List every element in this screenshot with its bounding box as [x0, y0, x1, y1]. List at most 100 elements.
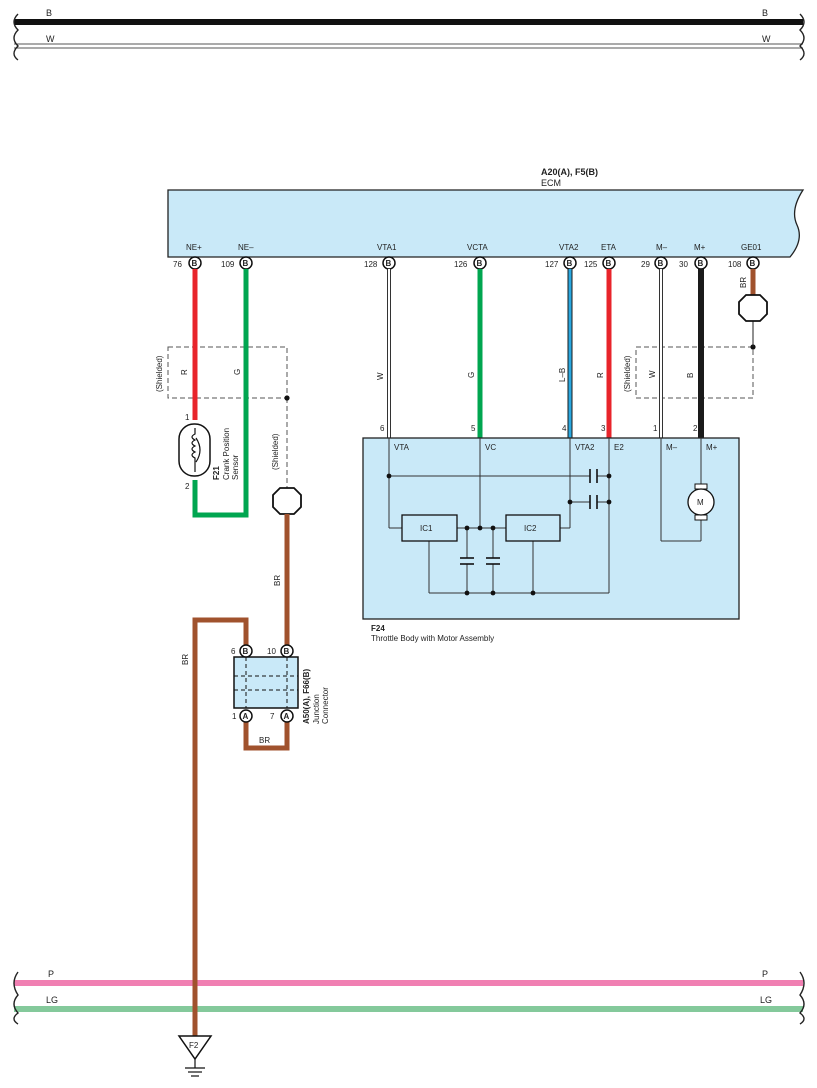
ecm-block: A20(A), F5(B) ECM	[167, 167, 805, 258]
ecm-pin-name: NE+	[186, 243, 202, 252]
wire-vta1: W	[376, 269, 391, 438]
ecm-pin-m-minus: M– 29 B	[641, 243, 668, 270]
ecm-pin-num: 29	[641, 260, 650, 269]
ecm-pin-name: NE–	[238, 243, 254, 252]
splice-octagon	[738, 294, 768, 322]
sensor-name-1: Crank Position	[222, 428, 231, 480]
wire-m-plus: B	[686, 269, 704, 438]
ecm-pin-conn: B	[698, 259, 704, 268]
ecm-pin-ge01: GE01 108 B	[728, 243, 762, 270]
motor-icon: M	[687, 483, 715, 521]
wire-eta: R	[596, 269, 612, 438]
wire-vcta: G	[467, 269, 483, 438]
ic2-chip: IC2	[505, 514, 561, 542]
wire-label: BR	[181, 654, 190, 665]
ground-id: F2	[189, 1041, 199, 1050]
ecm-pin-num: 125	[584, 260, 598, 269]
ecm-title: A20(A), F5(B)	[541, 167, 598, 177]
jc-pin-num: 1	[232, 712, 237, 721]
bottom-bus-lg: LG LG	[14, 995, 803, 1012]
tb-pin-num: 3	[601, 424, 606, 433]
tb-pin-name: M–	[666, 443, 678, 452]
ecm-pin-conn: B	[477, 259, 483, 268]
ic1-chip: IC1	[401, 514, 458, 542]
ecm-pin-vta2: VTA2 127 B	[545, 243, 579, 270]
sensor-id: F21	[212, 466, 221, 480]
ecm-pin-conn: B	[750, 259, 756, 268]
sensor-name-2: Sensor	[231, 454, 240, 480]
ecm-pin-num: 127	[545, 260, 559, 269]
wire-label: G	[467, 372, 476, 378]
bottom-bus-lg-label-right: LG	[760, 995, 772, 1005]
bus-break-left-bottom	[13, 971, 20, 1025]
throttle-id: F24	[371, 624, 385, 633]
top-bus-w: W W	[14, 34, 803, 49]
top-bus-b-label-right: B	[762, 8, 768, 18]
jc-id: A50(A), F66(B)	[302, 669, 311, 724]
ecm-pin-name: M–	[656, 243, 668, 252]
wire-label: BR	[273, 575, 282, 586]
ecm-pin-m-plus: M+ 30 B	[679, 243, 708, 270]
jc-pin-conn: A	[284, 712, 290, 721]
wire-ne-plus: R	[180, 269, 198, 420]
bottom-bus-p-label-left: P	[48, 969, 54, 979]
wire-left-ground: BR	[181, 617, 249, 1036]
wire-label: L–B	[558, 368, 567, 382]
jc-pin-conn: B	[243, 647, 249, 656]
shielded-label: (Shielded)	[155, 355, 164, 392]
sensor-pin1: 1	[185, 413, 190, 422]
top-bus-b: B B	[14, 8, 803, 25]
ecm-pin-num: 76	[173, 260, 182, 269]
jc-pin-conn: B	[284, 647, 290, 656]
shield-left: (Shielded) (Shielded)	[155, 346, 290, 488]
wire-label: G	[233, 369, 242, 375]
jc-pin-conn: A	[243, 712, 249, 721]
throttle-body-block: 6 VTA 5 VC 4 VTA2 3 E2 1 M– 2 M+	[362, 424, 740, 643]
motor-label: M	[697, 498, 704, 507]
tb-pin-num: 5	[471, 424, 476, 433]
ecm-pin-name: M+	[694, 243, 706, 252]
wire-ge01: BR	[738, 269, 768, 347]
tb-pin-name: M+	[706, 443, 718, 452]
tb-pin-name: E2	[614, 443, 624, 452]
jc-pin-num: 7	[270, 712, 275, 721]
ecm-pin-num: 108	[728, 260, 742, 269]
ic2-label: IC2	[524, 524, 537, 533]
coil-icon	[191, 428, 197, 472]
ground-symbol: F2	[177, 1035, 213, 1077]
tb-pin-name: VTA2	[575, 443, 595, 452]
jc-name-2: Connector	[321, 687, 330, 724]
jc-pin-num: 10	[267, 647, 276, 656]
bus-break-right-top	[799, 13, 805, 61]
ecm-pin-conn: B	[567, 259, 573, 268]
ecm-pin-num: 126	[454, 260, 468, 269]
wire-m-minus: W	[648, 269, 663, 438]
ecm-body	[167, 189, 805, 258]
splice-octagon	[272, 487, 302, 515]
ecm-pin-name: GE01	[741, 243, 762, 252]
ecm-pin-name: VTA1	[377, 243, 397, 252]
sensor-pin2: 2	[185, 482, 190, 491]
ecm-pin-conn: B	[658, 259, 664, 268]
wire-label: BR	[259, 736, 270, 745]
throttle-internal-circuit	[388, 438, 702, 594]
ecm-pin-name: VTA2	[559, 243, 579, 252]
wire-ne-minus: G	[192, 269, 249, 518]
top-bus-w-label-right: W	[762, 34, 771, 44]
ecm-name: ECM	[541, 178, 561, 188]
ecm-pin-vta1: VTA1 128 B	[364, 243, 397, 270]
wire-vta2: L–B	[558, 269, 573, 438]
crank-position-sensor: 1 2 F21 Crank Position Sensor	[178, 413, 240, 491]
ecm-pin-conn: B	[192, 259, 198, 268]
ecm-pin-num: 128	[364, 260, 378, 269]
wire-label: W	[648, 370, 657, 378]
junction-connector: BR 6 B 10 B 1 A 7 A A50(A), F66(B) Junct…	[231, 644, 330, 751]
ecm-pin-ne-minus: NE– 109 B	[221, 243, 254, 270]
ecm-pin-name: ETA	[601, 243, 617, 252]
tb-pin-name: VC	[485, 443, 496, 452]
tb-pin-name: VTA	[394, 443, 410, 452]
wire-label: BR	[739, 277, 748, 288]
ecm-pin-eta: ETA 125 B	[584, 243, 617, 270]
